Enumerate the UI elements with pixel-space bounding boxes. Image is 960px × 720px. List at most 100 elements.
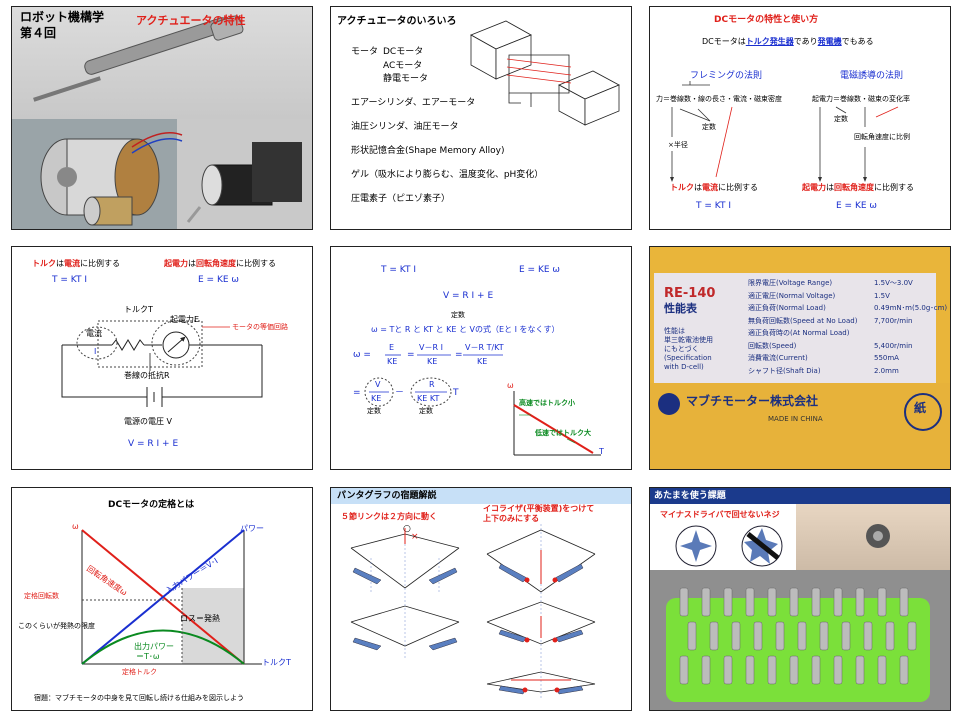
law-arrows bbox=[670, 81, 899, 182]
output-power-curve bbox=[81, 629, 245, 665]
torque-equation: T = KT I bbox=[381, 265, 416, 275]
omega-lhs: ω = bbox=[353, 350, 371, 360]
screwdriver-bit bbox=[877, 655, 887, 685]
equals-sign: = bbox=[407, 350, 415, 360]
made-in-label: MADE IN CHINA bbox=[768, 415, 823, 423]
spec-side-note: 単三乾電池使用 bbox=[664, 336, 713, 344]
mabuchi-logo-icon bbox=[658, 393, 680, 415]
slide-title: DCモータの定格とは bbox=[108, 500, 195, 510]
high-speed-note: 高速ではトルク小 bbox=[519, 399, 575, 407]
screwdriver-bit bbox=[877, 587, 887, 617]
constant-label: 定数 bbox=[451, 311, 465, 319]
input-power-line bbox=[81, 529, 245, 665]
spec-row-value: 2.0mm bbox=[874, 366, 899, 375]
screwdriver-bit bbox=[885, 621, 895, 651]
actuator-item: 形状記憶合金(Shape Memory Alloy) bbox=[351, 146, 505, 156]
screwdriver-bit bbox=[797, 621, 807, 651]
emf-speed-statement: 起電力は回転角速度に比例する bbox=[802, 183, 914, 192]
torque-current-statement: トルクは電流に比例する bbox=[32, 259, 120, 268]
screwdriver-bit bbox=[855, 587, 865, 617]
spec-row-label: 適正負荷(Normal Load) bbox=[748, 304, 826, 312]
actuator-item: エアーシリンダ、エアーモータ bbox=[351, 98, 476, 108]
screwdriver-bit bbox=[701, 655, 711, 685]
screwdriver-bit bbox=[833, 655, 843, 685]
title-bar bbox=[650, 488, 950, 504]
spec-panel bbox=[654, 273, 936, 383]
output-power-label: ＝T･ω bbox=[136, 652, 160, 661]
spec-row-label: 適正電圧(Normal Voltage) bbox=[748, 291, 836, 300]
screwdriver-bit bbox=[679, 587, 689, 617]
slide-7-dc-motor-rating[interactable]: DCモータの定格とは ω パワー 回転角速度ω 定格回転数 入力パワー＝V･I … bbox=[11, 487, 313, 711]
spec-row-label: 限界電圧(Voltage Range) bbox=[748, 279, 833, 287]
lead-sentence: DCモータはトルク発生器であり発電機でもある bbox=[702, 37, 874, 46]
fraction-num: R bbox=[429, 380, 435, 389]
omega-expression-goal: ω = Tと R と KT と KE と Vの式（Eと I をなくす） bbox=[371, 325, 560, 334]
spec-row-value: 1.5V bbox=[874, 291, 890, 300]
brand-strip bbox=[650, 383, 950, 469]
fraction-den: KE bbox=[371, 394, 382, 403]
emf-equation: 起電力＝巻線数・磁束の変化率 bbox=[812, 95, 910, 103]
slide-title: DCモータの特性と使い方 bbox=[714, 15, 819, 25]
equals-sign: = bbox=[353, 388, 361, 398]
screwdriver-bit bbox=[811, 587, 821, 617]
recycle-paper-icon bbox=[904, 393, 942, 431]
slide-title: アクチュエータのいろいろ bbox=[337, 16, 457, 27]
equals-sign: = bbox=[455, 350, 463, 360]
fraction-num: E bbox=[389, 343, 395, 352]
lecture-number: 第４回 bbox=[20, 26, 57, 40]
minus-sign: － bbox=[395, 388, 405, 398]
slide-8-pantograph-solution[interactable]: パンタグラフの宿題解説 ５節リンクは２方向に動く イコライザ(平衡装置)をつけて… bbox=[330, 487, 632, 711]
screwdriver-bit bbox=[833, 587, 843, 617]
spec-row-label: 回転数(Speed) bbox=[748, 341, 797, 350]
slide-1-actuator-title[interactable]: ロボット機構学 第４回 アクチュエータの特性 bbox=[11, 6, 313, 230]
slide-4-equivalent-circuit[interactable]: トルクは電流に比例する 起電力は回転角速度に比例する T = KT I E = … bbox=[11, 246, 313, 470]
constant-label: 定数 bbox=[367, 407, 381, 415]
heat-limit-label: このくらいが発熱の限度 bbox=[18, 622, 95, 630]
fraction-den: KE bbox=[387, 357, 398, 366]
screwdriver-bit bbox=[841, 621, 851, 651]
constant-label: 定数 bbox=[834, 115, 848, 123]
spec-row-label: シャフト径(Shaft Dia) bbox=[748, 366, 821, 375]
slide-6-mabuchi-spec-label[interactable]: RE-140 性能表 性能は 単三乾電池使用 にもとづく (Specificat… bbox=[649, 246, 951, 470]
motor-label: モータ bbox=[351, 47, 379, 57]
voltage-equation: V = R I + E bbox=[128, 439, 179, 449]
resistance-label: 巻線の抵抗R bbox=[124, 371, 170, 380]
fraction-num: V bbox=[375, 380, 381, 389]
equivalent-circuit-note: モータの等価回路 bbox=[232, 323, 288, 331]
spec-row-value: 1.5V～3.0V bbox=[874, 279, 913, 287]
slide-5-speed-torque-derivation[interactable]: T = KT I E = KE ω V = R I + E 定数 ω = Tと … bbox=[330, 246, 632, 470]
screwdriver-bit bbox=[863, 621, 873, 651]
paper-mark: 紙 bbox=[914, 401, 927, 415]
screwdriver-bit bbox=[701, 587, 711, 617]
screwdriver-bit bbox=[789, 587, 799, 617]
graph-omega-axis: ω bbox=[507, 381, 514, 390]
force-equation: 力＝巻線数・線の長さ・電流・磁束密度 bbox=[656, 95, 782, 103]
screwdriver-bit bbox=[775, 621, 785, 651]
spec-row-label: 無負荷回転数(Speed at No Load) bbox=[748, 316, 858, 325]
slide-9-screw-puzzle[interactable]: あたまを使う課題 マイナスドライバで回せないネジ bbox=[649, 487, 951, 711]
low-speed-note: 低速ではトルク大 bbox=[535, 429, 591, 437]
screwdriver-bit bbox=[907, 621, 917, 651]
motor-model: RE-140 bbox=[664, 286, 716, 301]
screwdriver-bit bbox=[723, 587, 733, 617]
fraction-den: KE bbox=[477, 357, 488, 366]
graph-torque-axis: T bbox=[599, 447, 604, 456]
induction-law-heading: 電磁誘導の法則 bbox=[840, 71, 904, 81]
screwdriver-bit bbox=[745, 587, 755, 617]
emf-label: 起電力E bbox=[170, 315, 200, 324]
ok-mark: ○ bbox=[403, 524, 411, 534]
screwdriver-bit bbox=[709, 621, 719, 651]
derivation-graphics bbox=[364, 354, 601, 456]
magnet-coil-diagram bbox=[470, 20, 620, 126]
pantograph-diagrams bbox=[350, 524, 596, 698]
slide-2-actuator-types[interactable]: アクチュエータのいろいろ モータ DCモータ ACモータ 静電モータ エアーシリ… bbox=[330, 6, 632, 230]
screwdriver-bit bbox=[753, 621, 763, 651]
slide-3-dc-motor-usage[interactable]: DCモータの特性と使い方 DCモータはトルク発生器であり発電機でもある フレミン… bbox=[649, 6, 951, 230]
screw-icons-and-bit-set bbox=[666, 524, 930, 702]
screwdriver-bit bbox=[855, 655, 865, 685]
screwdriver-bit bbox=[789, 655, 799, 685]
rating-chart bbox=[81, 529, 262, 665]
loss-region bbox=[182, 588, 244, 664]
torque-axis-label: トルクT bbox=[262, 658, 291, 667]
rated-torque-label: 定格トルク bbox=[122, 668, 157, 676]
